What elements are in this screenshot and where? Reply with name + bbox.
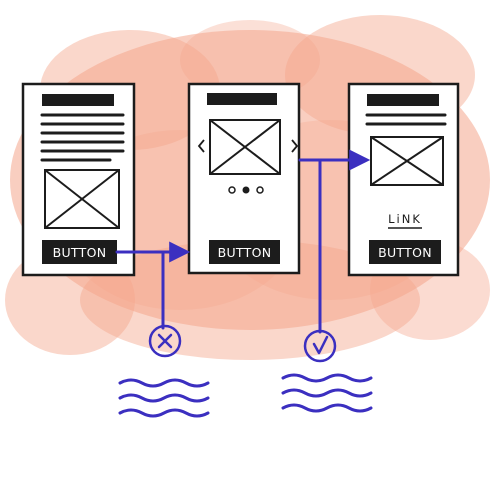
x-mark-glyph xyxy=(157,333,173,349)
carousel-dots[interactable] xyxy=(228,186,264,194)
button-2[interactable] xyxy=(209,240,280,264)
button-1-label: BUTTON xyxy=(53,245,107,260)
button-2-label: BUTTON xyxy=(218,245,272,260)
approve-outcome xyxy=(281,329,373,413)
carousel xyxy=(197,119,299,194)
image-placeholder xyxy=(209,119,281,175)
button-1[interactable] xyxy=(42,240,117,264)
image-placeholder xyxy=(44,169,120,229)
reject-outcome xyxy=(118,324,210,418)
check-mark-glyph xyxy=(312,335,329,355)
check-mark-icon xyxy=(303,329,337,363)
header-bar xyxy=(42,94,114,106)
link-3-label[interactable]: LiNK xyxy=(388,212,422,226)
flow-connectors xyxy=(115,149,371,334)
wireframe-screen-3: LiNK BUTTON xyxy=(347,82,460,277)
button-3[interactable] xyxy=(369,240,441,264)
reject-notes xyxy=(118,378,210,418)
text-lines xyxy=(40,113,125,162)
wireframe-screen-2: BUTTON xyxy=(187,82,301,275)
carousel-left-chevron-icon[interactable] xyxy=(197,139,205,153)
image-placeholder xyxy=(370,136,444,186)
x-mark-icon xyxy=(148,324,182,358)
header-bar xyxy=(207,93,277,105)
wireframe-screen-1: BUTTON xyxy=(21,82,136,277)
approve-notes xyxy=(281,373,373,413)
button-3-label: BUTTON xyxy=(378,245,432,260)
header-bar xyxy=(367,94,439,106)
text-lines xyxy=(365,113,447,126)
carousel-right-chevron-icon[interactable] xyxy=(291,139,299,153)
